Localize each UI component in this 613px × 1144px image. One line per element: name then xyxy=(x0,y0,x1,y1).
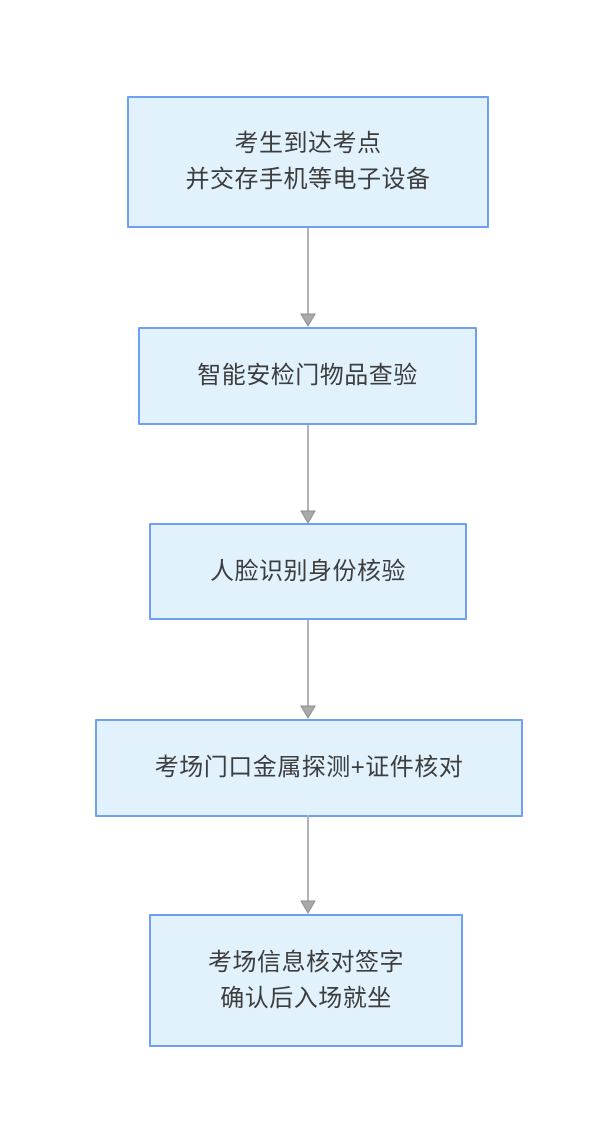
step-line: 人脸识别身份核验 xyxy=(210,557,406,585)
flow-step-text: 考场信息核对签字 确认后入场就坐 xyxy=(208,945,404,1017)
flow-step-security-gate: 智能安检门物品查验 xyxy=(138,327,477,425)
arrow-down-icon xyxy=(300,228,316,327)
flow-step-sign-seat: 考场信息核对签字 确认后入场就坐 xyxy=(149,914,463,1047)
step-line: 并交存手机等电子设备 xyxy=(185,166,431,193)
flow-step-face-id: 人脸识别身份核验 xyxy=(149,523,467,620)
arrow-down-icon xyxy=(300,425,316,524)
flow-step-text: 人脸识别身份核验 xyxy=(210,554,406,590)
step-line: 考场信息核对签字 xyxy=(208,948,404,976)
step-line: 考生到达考点 xyxy=(234,130,382,157)
step-line: 考场门口金属探测+证件核对 xyxy=(154,754,464,781)
flow-step-text: 智能安检门物品查验 xyxy=(197,358,418,394)
step-line: 智能安检门物品查验 xyxy=(197,362,418,389)
flow-step-text: 考场门口金属探测+证件核对 xyxy=(155,750,464,786)
flow-step-text: 考生到达考点 并交存手机等电子设备 xyxy=(186,126,431,198)
flow-step-arrival: 考生到达考点 并交存手机等电子设备 xyxy=(127,96,489,228)
arrow-down-icon xyxy=(300,620,316,719)
step-line: 确认后入场就坐 xyxy=(220,984,392,1012)
flow-step-metal-detect: 考场门口金属探测+证件核对 xyxy=(95,719,523,817)
arrow-down-icon xyxy=(300,815,316,914)
